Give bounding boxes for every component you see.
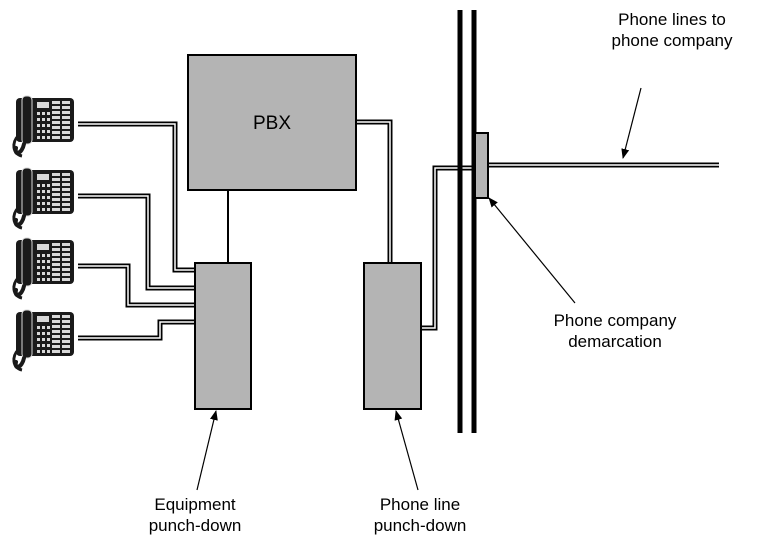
equipment-label-line2: punch-down [120,515,270,536]
pbx-label: PBX [246,113,298,134]
phone-lines-label-line2: phone company [592,30,752,51]
demarcation-label-line1: Phone company [530,310,700,331]
equipment-punch-down-arrow [197,411,216,490]
telephone-icon [14,168,74,228]
phone-line-punch-down-label: Phone line punch-down [345,494,495,536]
phone-line-label-line1: Phone line [345,494,495,515]
phone-line-punch-down-arrow [396,411,418,490]
phone-line-punch-down-box [364,263,421,409]
telephone-icon [14,310,74,370]
equipment-label-line1: Equipment [120,494,270,515]
phone-lines-label: Phone lines to phone company [592,9,752,51]
demarcation-label: Phone company demarcation [530,310,700,352]
demarcation-block [475,133,488,198]
phone-lines-label-line1: Phone lines to [592,9,752,30]
equipment-punch-down-box [195,263,251,409]
demarcation-label-line2: demarcation [530,331,700,352]
equipment-punch-down-label: Equipment punch-down [120,494,270,536]
phone-line-label-line2: punch-down [345,515,495,536]
telephone-icon [14,96,74,156]
demarcation-arrow [489,198,575,303]
telephone-icon [14,238,74,298]
phone-lines-arrow [623,88,641,158]
